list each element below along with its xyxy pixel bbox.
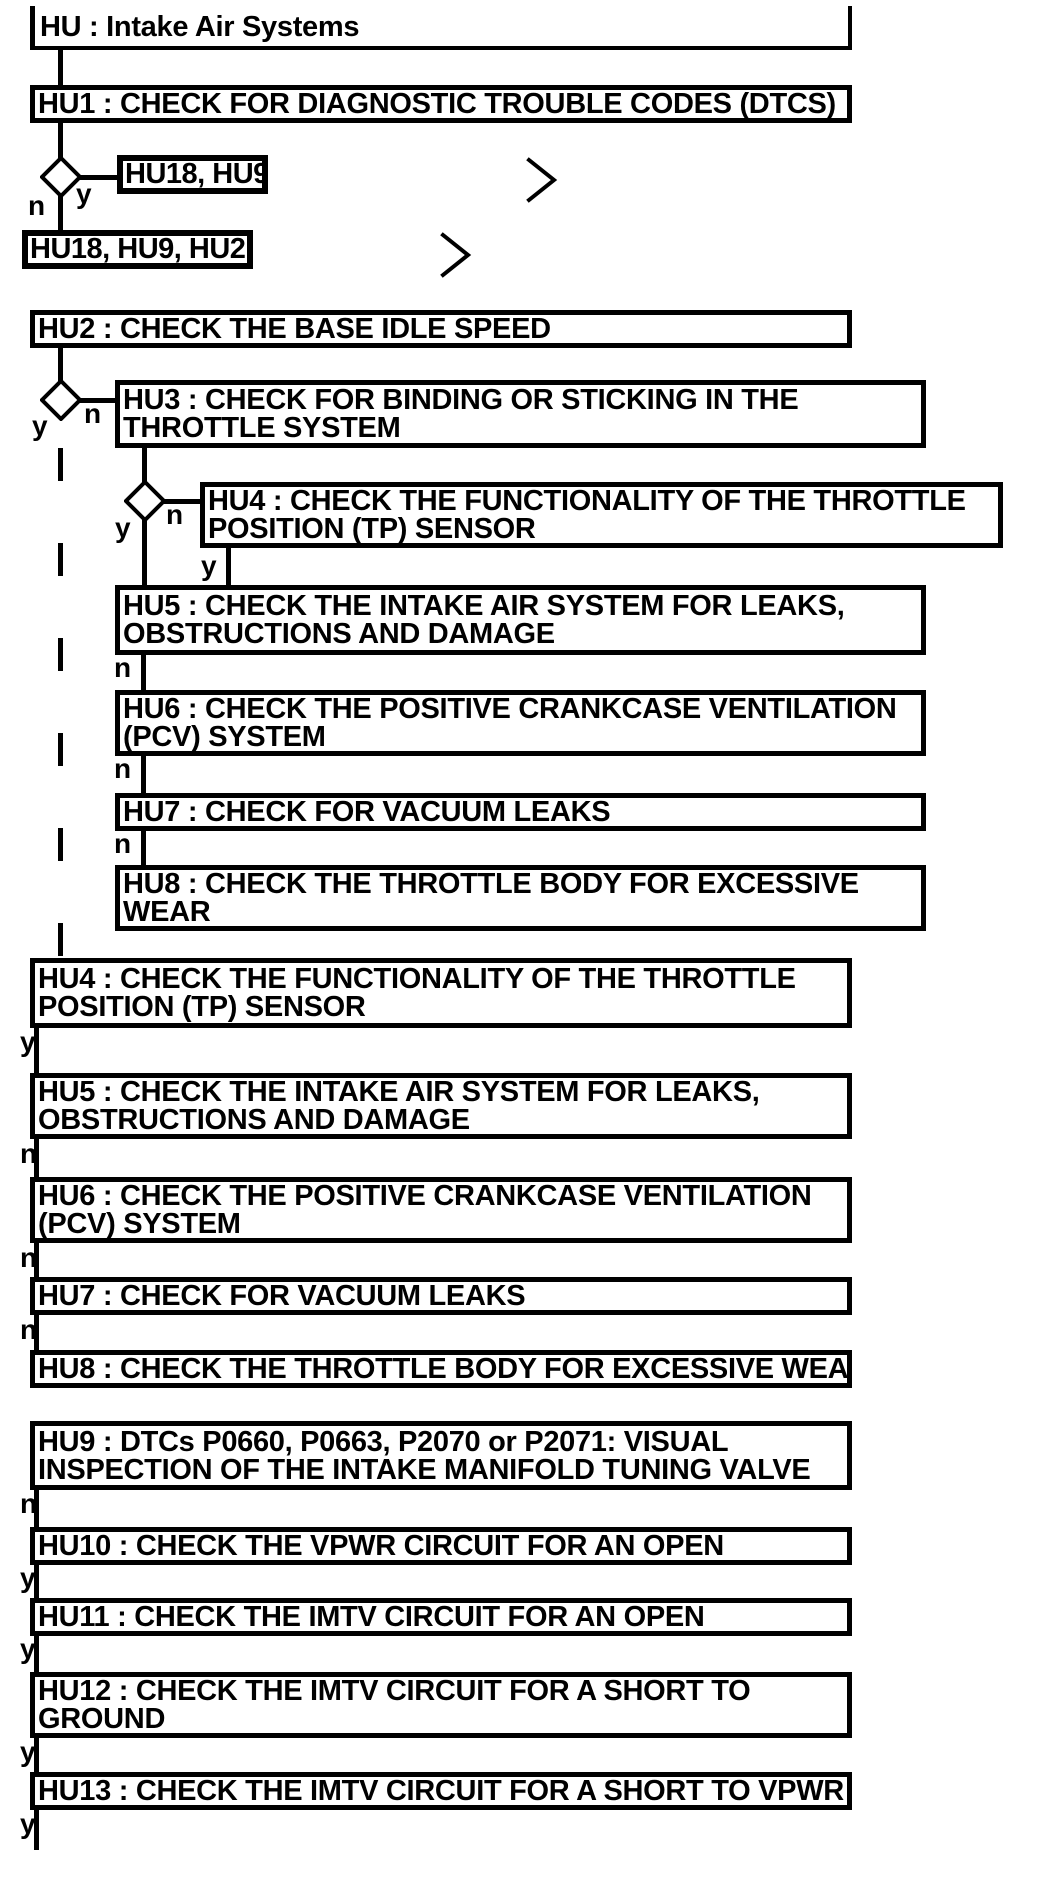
flow-title: HU : Intake Air Systems — [40, 11, 360, 43]
step-box-hu10[interactable]: HU10 : CHECK THE VPWR CIRCUIT FOR AN OPE… — [30, 1527, 852, 1565]
step-text: POSITION (TP) SENSOR — [208, 513, 536, 545]
reference-box-no[interactable]: HU18, HU9, HU2 — [22, 230, 253, 269]
connector-vertical — [34, 1565, 39, 1598]
step-text: HU8 : CHECK THE THROTTLE BODY FOR EXCESS… — [123, 868, 859, 900]
branch-label-yes: y — [32, 410, 48, 441]
step-text: HU3 : CHECK FOR BINDING OR STICKING IN T… — [123, 384, 799, 416]
connector-vertical — [142, 518, 147, 585]
flow-title-box: HU : Intake Air Systems — [30, 6, 852, 50]
step-box-hu2[interactable]: HU2 : CHECK THE BASE IDLE SPEED — [30, 310, 852, 348]
branch-label-yes: y — [20, 1633, 36, 1664]
branch-label-yes: y — [201, 550, 217, 581]
branch-label-no: n — [114, 652, 131, 683]
connector-vertical — [34, 1243, 39, 1277]
connector-vertical — [34, 1490, 39, 1527]
step-box-hu9[interactable]: HU9 : DTCs P0660, P0663, P2070 or P2071:… — [30, 1421, 852, 1490]
connector-vertical — [226, 548, 231, 585]
connector-vertical — [34, 1028, 39, 1073]
connector-vertical — [142, 448, 147, 484]
connector-horizontal — [79, 175, 119, 180]
branch-label-no: n — [20, 1488, 37, 1519]
step-text: POSITION (TP) SENSOR — [38, 991, 366, 1023]
step-text: GROUND — [38, 1703, 166, 1735]
connector-horizontal — [79, 398, 117, 403]
branch-label-yes: y — [20, 1562, 36, 1593]
step-box-hu5-main[interactable]: HU5 : CHECK THE INTAKE AIR SYSTEM FOR LE… — [30, 1073, 852, 1139]
continue-chevron-icon[interactable] — [526, 157, 558, 203]
branch-label-yes: y — [20, 1026, 36, 1057]
decision-diamond-hu2 — [40, 379, 82, 421]
step-text: HU13 : CHECK THE IMTV CIRCUIT FOR A SHOR… — [38, 1775, 844, 1807]
step-text: HU1 : CHECK FOR DIAGNOSTIC TROUBLE CODES… — [38, 88, 836, 120]
connector-vertical — [141, 831, 146, 865]
step-box-hu5-nested[interactable]: HU5 : CHECK THE INTAKE AIR SYSTEM FOR LE… — [115, 585, 926, 655]
reference-text: HU18, HU9, HU2 — [30, 233, 246, 265]
step-text: (PCV) SYSTEM — [38, 1208, 241, 1240]
connector-vertical — [141, 756, 146, 793]
branch-label-no: n — [114, 753, 131, 784]
step-text: HU6 : CHECK THE POSITIVE CRANKCASE VENTI… — [123, 693, 897, 725]
connector-vertical — [58, 50, 63, 87]
step-text: HU10 : CHECK THE VPWR CIRCUIT FOR AN OPE… — [38, 1530, 724, 1562]
reference-text: HU18, HU9 — [125, 158, 268, 190]
step-text: HU9 : DTCs P0660, P0663, P2070 or P2071:… — [38, 1425, 729, 1458]
reference-box-yes[interactable]: HU18, HU9 — [117, 155, 268, 194]
step-text: HU6 : CHECK THE POSITIVE CRANKCASE VENTI… — [38, 1180, 812, 1212]
step-text: HU11 : CHECK THE IMTV CIRCUIT FOR AN OPE… — [38, 1601, 705, 1633]
branch-label-no: n — [166, 499, 183, 530]
step-text: HU8 : CHECK THE THROTTLE BODY FOR EXCESS… — [38, 1353, 852, 1385]
step-text: HU4 : CHECK THE FUNCTIONALITY OF THE THR… — [208, 485, 966, 517]
step-text: INSPECTION OF THE INTAKE MANIFOLD TUNING… — [38, 1453, 811, 1486]
step-box-hu12[interactable]: HU12 : CHECK THE IMTV CIRCUIT FOR A SHOR… — [30, 1672, 852, 1738]
step-box-hu11[interactable]: HU11 : CHECK THE IMTV CIRCUIT FOR AN OPE… — [30, 1598, 852, 1636]
step-box-hu7-nested[interactable]: HU7 : CHECK FOR VACUUM LEAKS — [115, 793, 926, 831]
step-box-hu13[interactable]: HU13 : CHECK THE IMTV CIRCUIT FOR A SHOR… — [30, 1772, 852, 1810]
branch-label-yes: y — [115, 512, 131, 543]
step-box-hu1[interactable]: HU1 : CHECK FOR DIAGNOSTIC TROUBLE CODES… — [30, 85, 852, 123]
step-box-hu8-nested[interactable]: HU8 : CHECK THE THROTTLE BODY FOR EXCESS… — [115, 865, 926, 931]
step-text: OBSTRUCTIONS AND DAMAGE — [38, 1104, 470, 1136]
step-box-hu4-main[interactable]: HU4 : CHECK THE FUNCTIONALITY OF THE THR… — [30, 958, 852, 1028]
step-text: WEAR — [123, 896, 211, 928]
branch-label-no: n — [84, 398, 101, 429]
connector-vertical — [34, 1636, 39, 1672]
continue-chevron-icon[interactable] — [440, 232, 472, 278]
step-text: HU5 : CHECK THE INTAKE AIR SYSTEM FOR LE… — [123, 590, 845, 622]
step-text: HU7 : CHECK FOR VACUUM LEAKS — [123, 796, 611, 828]
branch-label-yes: y — [20, 1736, 36, 1767]
step-text: HU5 : CHECK THE INTAKE AIR SYSTEM FOR LE… — [38, 1076, 760, 1108]
branch-label-no: n — [20, 1138, 37, 1169]
connector-vertical — [58, 123, 63, 159]
connector-horizontal — [162, 499, 202, 504]
step-text: HU2 : CHECK THE BASE IDLE SPEED — [38, 313, 551, 345]
step-text: HU4 : CHECK THE FUNCTIONALITY OF THE THR… — [38, 963, 796, 995]
step-box-hu3[interactable]: HU3 : CHECK FOR BINDING OR STICKING IN T… — [115, 380, 926, 448]
branch-label-yes: y — [20, 1808, 36, 1839]
branch-label-no: n — [114, 828, 131, 859]
step-box-hu6-main[interactable]: HU6 : CHECK THE POSITIVE CRANKCASE VENTI… — [30, 1177, 852, 1243]
connector-dashed — [58, 448, 63, 960]
branch-label-no: n — [28, 190, 45, 221]
connector-vertical — [141, 655, 146, 690]
step-box-hu6-nested[interactable]: HU6 : CHECK THE POSITIVE CRANKCASE VENTI… — [115, 690, 926, 756]
connector-vertical — [34, 1738, 39, 1772]
branch-label-no: n — [20, 1242, 37, 1273]
step-text: THROTTLE SYSTEM — [123, 412, 401, 444]
step-box-hu4-nested[interactable]: HU4 : CHECK THE FUNCTIONALITY OF THE THR… — [200, 482, 1003, 548]
step-text: (PCV) SYSTEM — [123, 721, 326, 753]
step-text: HU12 : CHECK THE IMTV CIRCUIT FOR A SHOR… — [38, 1675, 751, 1707]
step-box-hu8-main[interactable]: HU8 : CHECK THE THROTTLE BODY FOR EXCESS… — [30, 1350, 852, 1388]
step-text: HU7 : CHECK FOR VACUUM LEAKS — [38, 1280, 526, 1312]
branch-label-yes: y — [76, 178, 92, 209]
decision-diamond-hu3 — [124, 480, 166, 522]
step-box-hu7-main[interactable]: HU7 : CHECK FOR VACUUM LEAKS — [30, 1277, 852, 1315]
decision-diamond-hu1 — [40, 156, 82, 198]
connector-vertical — [58, 348, 63, 382]
connector-vertical — [34, 1810, 39, 1850]
branch-label-no: n — [20, 1314, 37, 1345]
connector-vertical — [34, 1315, 39, 1350]
connector-vertical — [58, 194, 63, 232]
step-text: OBSTRUCTIONS AND DAMAGE — [123, 618, 555, 650]
connector-vertical — [34, 1139, 39, 1177]
